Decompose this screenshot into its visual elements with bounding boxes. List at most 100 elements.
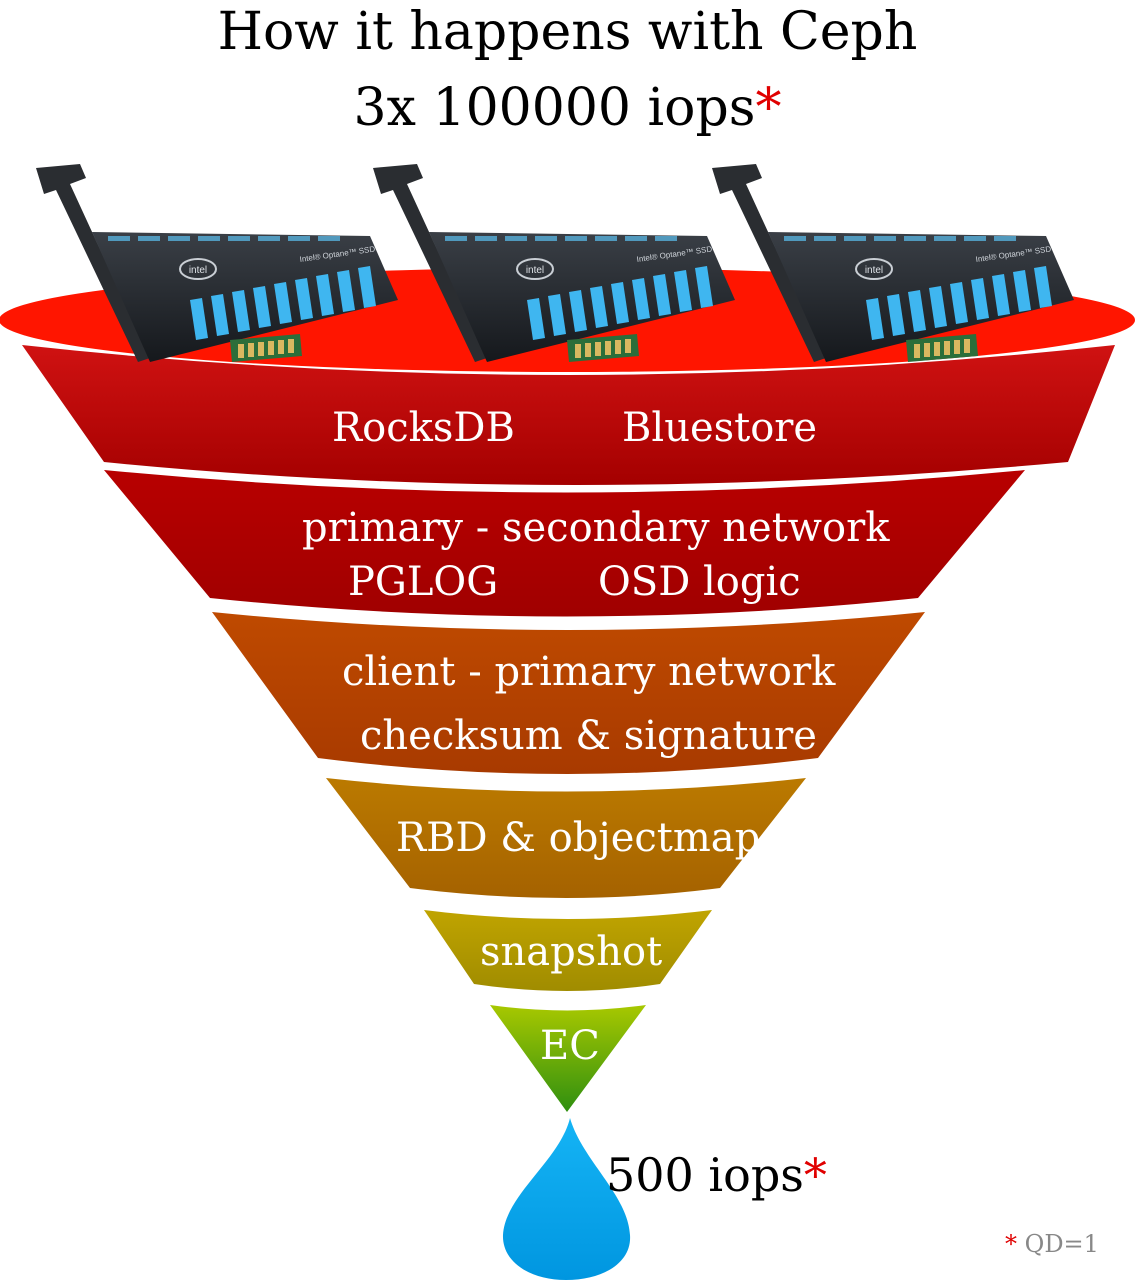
intel-logo-icon — [179, 258, 217, 280]
layer-2-label-c: OSD logic — [598, 559, 801, 605]
card-contact — [625, 339, 631, 353]
card-top-light — [904, 236, 926, 241]
card-top-light — [994, 236, 1016, 241]
result-text: 500 iops — [606, 1148, 804, 1202]
funnel-layer-4 — [326, 778, 806, 898]
layer-3-label-b: checksum & signature — [360, 713, 817, 759]
layer-3-label-a: client - primary network — [342, 649, 836, 695]
card-top-light — [445, 236, 467, 241]
funnel-layer-2 — [104, 470, 1025, 617]
card-fin-light — [908, 290, 926, 332]
card-top-light — [874, 236, 896, 241]
card-fin-light — [653, 274, 671, 316]
card-top-light — [228, 236, 250, 241]
card-fin-light — [527, 298, 545, 340]
card-fin-light — [1013, 270, 1031, 312]
card-contact — [288, 339, 294, 353]
layer-2-label-b: PGLOG — [348, 559, 499, 605]
card-contact — [585, 343, 591, 357]
layer-6-label: EC — [540, 1023, 600, 1069]
intel-logo-icon — [516, 258, 554, 280]
card-top-light — [318, 236, 340, 241]
result-label: 500 iops* — [606, 1152, 827, 1198]
card-top-light — [505, 236, 527, 241]
card-top-light — [288, 236, 310, 241]
card-contact — [268, 341, 274, 355]
card-fin-light — [569, 290, 587, 332]
card-fin-light — [337, 270, 355, 312]
funnel-layer-6 — [490, 1005, 646, 1112]
card-brand: intel — [865, 265, 883, 276]
title-line-1: How it happens with Ceph — [217, 2, 918, 62]
card-fin-light — [1034, 266, 1052, 308]
card-fin-light — [316, 274, 334, 316]
card-fin-light — [632, 278, 650, 320]
card-fin-light — [274, 282, 292, 324]
card-top-light — [475, 236, 497, 241]
card-top-light — [964, 236, 986, 241]
card-top-light — [198, 236, 220, 241]
card-fin-light — [358, 266, 376, 308]
card-top-light — [655, 236, 677, 241]
card-contact — [615, 340, 621, 354]
card-fin-light — [253, 286, 271, 328]
card-brand: intel — [526, 265, 544, 276]
card-top-light — [535, 236, 557, 241]
card-contact — [964, 339, 970, 353]
layer-5-label: snapshot — [480, 929, 663, 975]
intel-logo-icon — [855, 258, 893, 280]
card-top-light — [934, 236, 956, 241]
card-contact — [248, 343, 254, 357]
card-fin-light — [190, 298, 208, 340]
card-top-light — [595, 236, 617, 241]
card-fin-light — [887, 294, 905, 336]
layer-1-label-b: Bluestore — [622, 405, 818, 451]
layer-2-label-a: primary - secondary network — [302, 505, 890, 551]
card-fin-light — [992, 274, 1010, 316]
card-fin-light — [674, 270, 692, 312]
card-contact — [575, 344, 581, 358]
card-contact — [954, 340, 960, 354]
card-top-light — [814, 236, 836, 241]
card-fin-light — [590, 286, 608, 328]
layer-1-label-a: RocksDB — [332, 405, 515, 451]
card-fin-light — [611, 282, 629, 324]
card-top-light — [168, 236, 190, 241]
card-bracket — [36, 164, 150, 362]
card-fin-light — [695, 266, 713, 308]
card-contact — [238, 344, 244, 358]
water-drop — [502, 1118, 631, 1280]
card-top-light — [625, 236, 647, 241]
card-brand: intel — [189, 265, 207, 276]
card-contact — [595, 342, 601, 356]
title-line-2-text: 3x 100000 iops — [353, 78, 756, 138]
card-fin-light — [211, 294, 229, 336]
card-bracket — [373, 164, 487, 362]
card-top-light — [258, 236, 280, 241]
card-fin-light — [866, 298, 884, 340]
card-fin-light — [950, 282, 968, 324]
card-contact — [258, 342, 264, 356]
card-top-light — [565, 236, 587, 241]
footnote: * QD=1 — [1005, 1232, 1099, 1256]
card-bracket — [712, 164, 826, 362]
funnel-layer-3 — [212, 612, 925, 774]
layer-4-label: RBD & objectmap — [396, 815, 761, 861]
card-top-light — [108, 236, 130, 241]
card-contact — [914, 344, 920, 358]
card-top-light — [844, 236, 866, 241]
card-contact — [934, 342, 940, 356]
card-fin-light — [232, 290, 250, 332]
funnel-layer-5 — [424, 910, 712, 991]
card-contact — [924, 343, 930, 357]
card-fin-light — [929, 286, 947, 328]
title-line-2: 3x 100000 iops* — [0, 82, 1135, 134]
title-asterisk: * — [755, 78, 782, 138]
card-fin-light — [548, 294, 566, 336]
card-fin-light — [295, 278, 313, 320]
